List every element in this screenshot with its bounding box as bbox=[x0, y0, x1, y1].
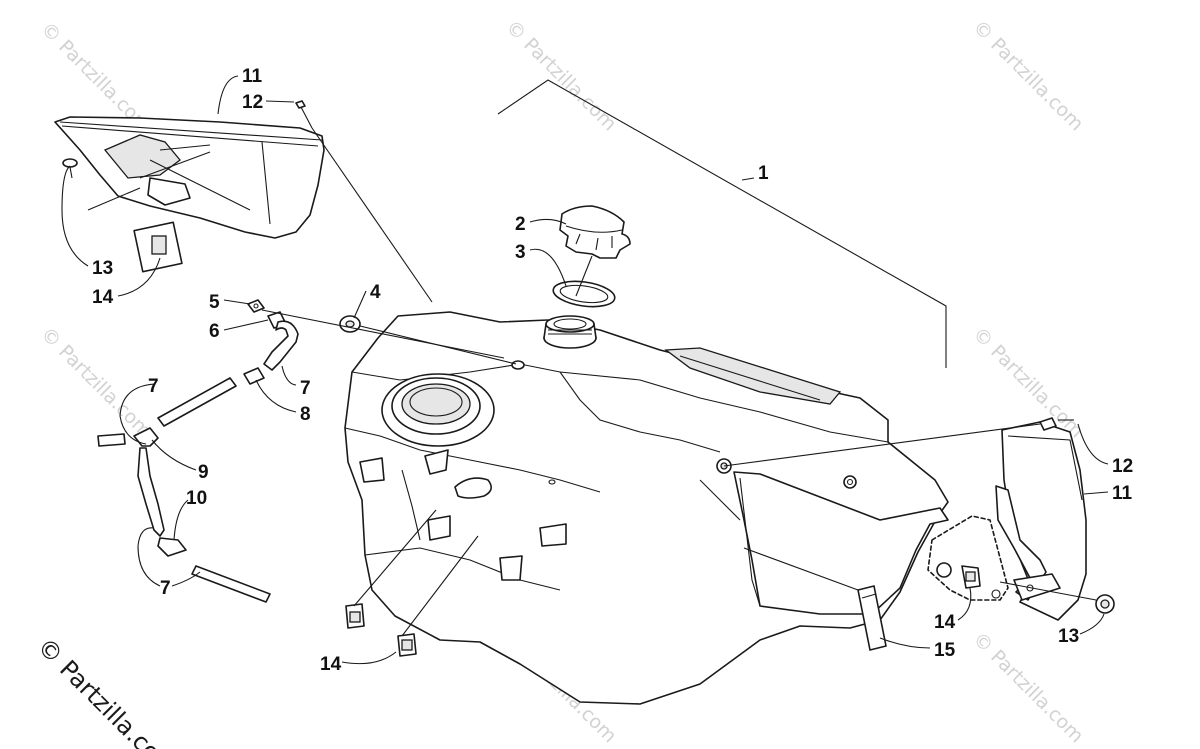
pad-part-15 bbox=[857, 585, 887, 651]
callout-3: 3 bbox=[515, 242, 526, 263]
clip-part-14-lower-2 bbox=[397, 633, 417, 657]
cap-centerline bbox=[575, 255, 593, 297]
callout-4: 4 bbox=[370, 282, 381, 303]
corner-watermark: © Partzilla.com bbox=[32, 632, 183, 749]
watermark-text: © Partzilla.com bbox=[968, 16, 1087, 135]
callout-7: 7 bbox=[300, 378, 311, 399]
fitting-part-5 bbox=[247, 299, 265, 313]
callout-13: 13 bbox=[1058, 626, 1079, 647]
callout-5: 5 bbox=[209, 292, 220, 313]
fuel-tank bbox=[344, 311, 949, 705]
callout-13: 13 bbox=[92, 258, 113, 279]
watermark-text: © Partzilla.com bbox=[36, 323, 155, 442]
bracket-plate bbox=[927, 515, 1009, 601]
gasket-part-3 bbox=[552, 280, 616, 308]
screw-part-12-left bbox=[295, 100, 313, 129]
callout-11: 11 bbox=[1112, 483, 1133, 504]
plug-part-13-left bbox=[62, 158, 78, 179]
hose-part-7-middle bbox=[157, 377, 237, 427]
callout-1: 1 bbox=[758, 163, 769, 184]
watermark-text: © Partzilla.com bbox=[501, 16, 620, 135]
callout-12: 12 bbox=[242, 92, 263, 113]
hose-part-7-short bbox=[97, 433, 126, 447]
callout-14: 14 bbox=[92, 287, 114, 308]
leader-lines bbox=[61, 75, 1109, 665]
grommet-part-4 bbox=[339, 315, 361, 333]
callout-14: 14 bbox=[320, 654, 342, 675]
callout-labels: 1 2 3 4 5 6 7 7 7 8 9 10 11 11 12 12 13 … bbox=[92, 66, 1133, 675]
callout-14: 14 bbox=[934, 612, 956, 633]
left-side-panel bbox=[54, 116, 325, 273]
callout-10: 10 bbox=[186, 488, 207, 509]
callout-11: 11 bbox=[242, 66, 263, 87]
clip-part-14-lower-1 bbox=[345, 603, 365, 629]
callout-2: 2 bbox=[515, 214, 526, 235]
callout-7: 7 bbox=[160, 578, 171, 599]
clip-part-14-right bbox=[961, 565, 981, 589]
plug-part-13-right bbox=[1095, 594, 1115, 614]
callout-7: 7 bbox=[148, 376, 159, 397]
fuel-cap-part-2 bbox=[559, 205, 631, 259]
callout-15: 15 bbox=[934, 640, 956, 661]
callout-9: 9 bbox=[198, 462, 209, 483]
right-side-panel bbox=[995, 421, 1087, 621]
hose-part-7-loop bbox=[137, 447, 165, 537]
callout-6: 6 bbox=[209, 321, 220, 342]
callout-8: 8 bbox=[300, 404, 311, 425]
screw-part-12-right bbox=[1039, 417, 1074, 431]
fitting-part-10 bbox=[157, 537, 187, 557]
hose-part-7-upper bbox=[263, 320, 299, 371]
hose-part-7-lower bbox=[191, 565, 271, 603]
fitting-part-8 bbox=[243, 367, 265, 385]
callout-12: 12 bbox=[1112, 456, 1133, 477]
